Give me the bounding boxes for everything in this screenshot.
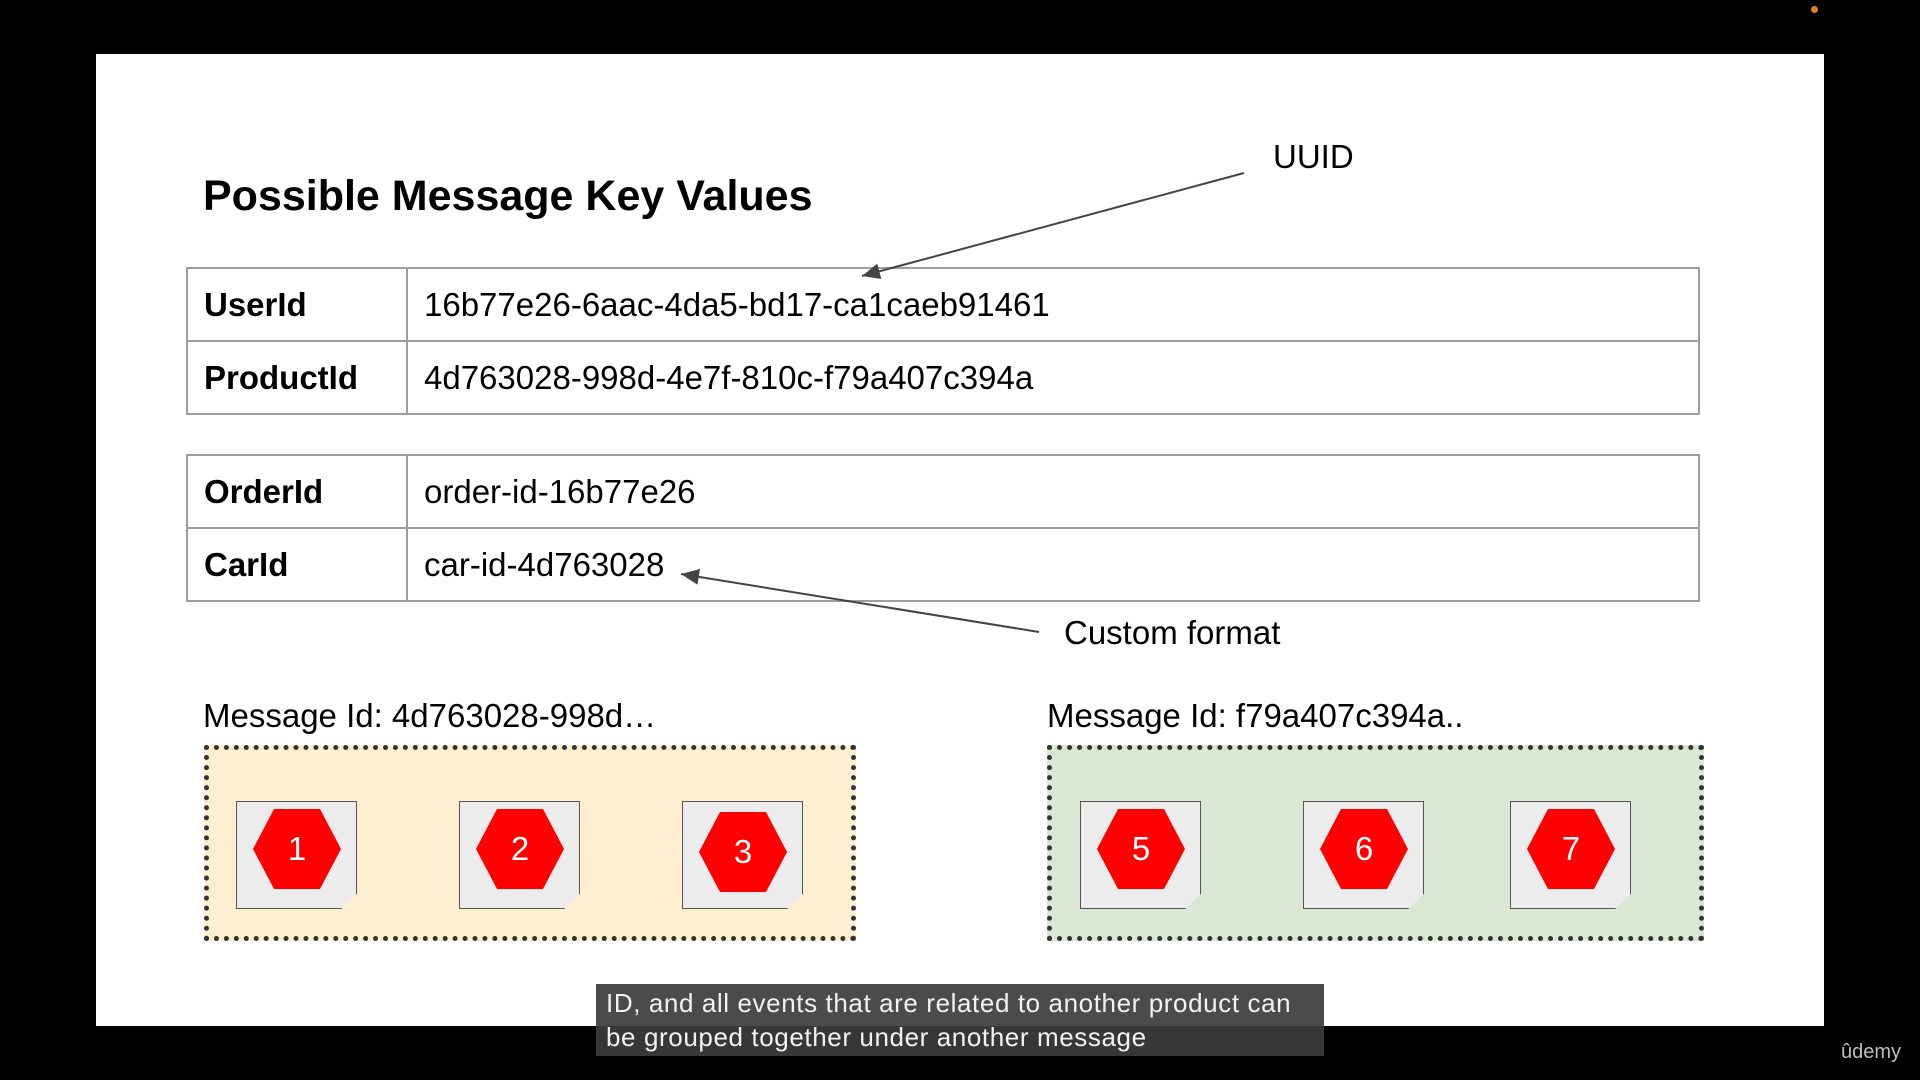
custom-format-annotation: Custom format xyxy=(1064,614,1281,651)
table-row: ProductId 4d763028-998d-4e7f-810c-f79a40… xyxy=(186,340,1700,415)
subtitle-caption: ID, and all events that are related to a… xyxy=(596,984,1324,1056)
recording-indicator xyxy=(1811,6,1818,13)
table-row: UserId 16b77e26-6aac-4da5-bd17-ca1caeb91… xyxy=(186,267,1700,342)
key-label-orderid: OrderId xyxy=(186,454,408,529)
message-hexagon-icon: 3 xyxy=(698,811,788,893)
hexagon-shape xyxy=(476,809,564,889)
hexagon-shape xyxy=(1097,809,1185,889)
message-number: 2 xyxy=(510,830,530,867)
message-hexagon-icon: 1 xyxy=(252,808,342,890)
message-number: 1 xyxy=(287,830,307,867)
message-number: 5 xyxy=(1131,830,1151,867)
message-group-label-2: Message Id: f79a407c394a.. xyxy=(1047,697,1464,734)
message-number: 6 xyxy=(1354,830,1374,867)
table-row: CarId car-id-4d763028 xyxy=(186,527,1700,602)
table-row: OrderId order-id-16b77e26 xyxy=(186,454,1700,529)
key-value-userid: 16b77e26-6aac-4da5-bd17-ca1caeb91461 xyxy=(406,267,1700,342)
message-hexagon-icon: 5 xyxy=(1096,808,1186,890)
udemy-logo: ûdemy xyxy=(1841,1041,1902,1063)
message-hexagon-icon: 7 xyxy=(1526,808,1616,890)
uuid-keys-table: UserId 16b77e26-6aac-4da5-bd17-ca1caeb91… xyxy=(186,267,1700,415)
hexagon-shape xyxy=(699,812,787,892)
message-hexagon-icon: 2 xyxy=(475,808,565,890)
hexagon-shape xyxy=(1320,809,1408,889)
hexagon-shape xyxy=(1527,809,1615,889)
key-value-productid: 4d763028-998d-4e7f-810c-f79a407c394a xyxy=(406,340,1700,415)
message-group-label-1: Message Id: 4d763028-998d… xyxy=(203,697,657,734)
slide: Possible Message Key Values UUID Custom … xyxy=(96,54,1824,1026)
caption-line-1: ID, and all events that are related to a… xyxy=(606,988,1292,1018)
key-label-carid: CarId xyxy=(186,527,408,602)
key-label-userid: UserId xyxy=(186,267,408,342)
key-label-productid: ProductId xyxy=(186,340,408,415)
key-value-carid: car-id-4d763028 xyxy=(406,527,1700,602)
slide-title: Possible Message Key Values xyxy=(203,172,813,220)
caption-line-2: be grouped together under another messag… xyxy=(606,1022,1147,1052)
key-value-orderid: order-id-16b77e26 xyxy=(406,454,1700,529)
message-number: 3 xyxy=(733,833,753,870)
message-hexagon-icon: 6 xyxy=(1319,808,1409,890)
uuid-annotation: UUID xyxy=(1273,138,1354,175)
hexagon-shape xyxy=(253,809,341,889)
custom-keys-table: OrderId order-id-16b77e26 CarId car-id-4… xyxy=(186,454,1700,602)
message-number: 7 xyxy=(1561,830,1581,867)
